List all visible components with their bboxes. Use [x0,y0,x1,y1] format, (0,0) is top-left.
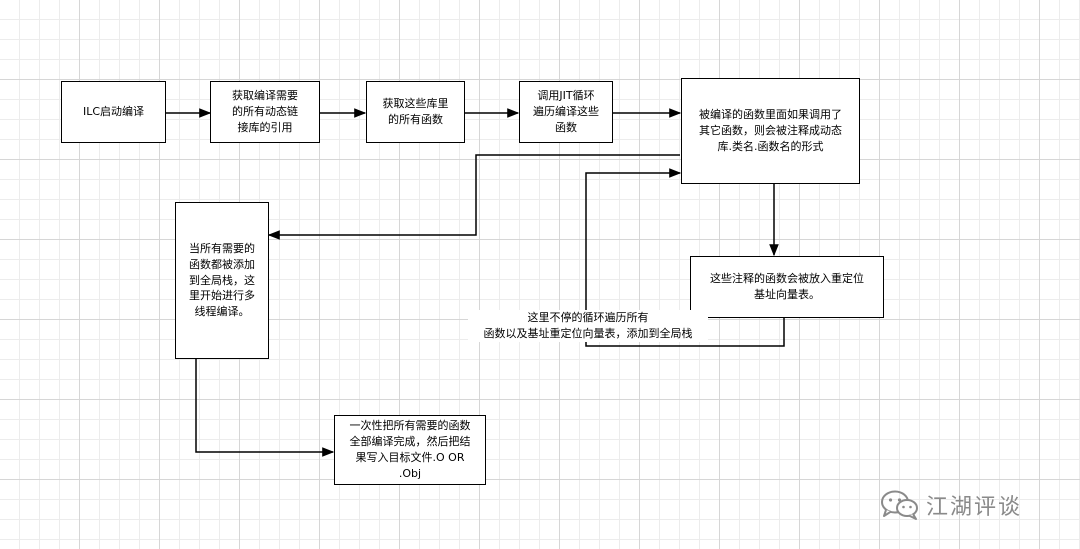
wechat-icon [881,490,918,520]
node-call-other: 被编译的函数里面如果调用了 其它函数，则会被注释成动态 库.类名.函数名的形式 [681,78,860,184]
node-get-funcs: 获取这些库里 的所有函数 [366,81,465,143]
edge-call-to-stack [267,154,680,240]
loop-edge-label: 这里不停的循环遍历所有 函数以及基址重定位向量表，添加到全局栈 [468,310,708,342]
watermark-text: 江湖评谈 [926,495,1023,520]
node-ilc-start: ILC启动编译 [61,81,166,143]
node-reloc-table: 这些注释的函数会被放入重定位 基址向量表。 [690,256,884,318]
node-get-libs: 获取编译需要 的所有动态链 接库的引用 [210,81,320,143]
node-jit-loop: 调用JIT循环 遍历编译这些 函数 [519,81,613,143]
node-write-obj: 一次性把所有需要的函数 全部编译完成，然后把结 果写入目标文件.O OR .Ob… [334,415,486,485]
edge-stack-to-obj [195,359,335,457]
node-global-stack: 当所有需要的 函数都被添加 到全局栈，这 里开始进行多 线程编译。 [175,202,269,359]
edge-reloc-loop [585,168,785,347]
watermark: 江湖评谈 [880,485,1070,525]
